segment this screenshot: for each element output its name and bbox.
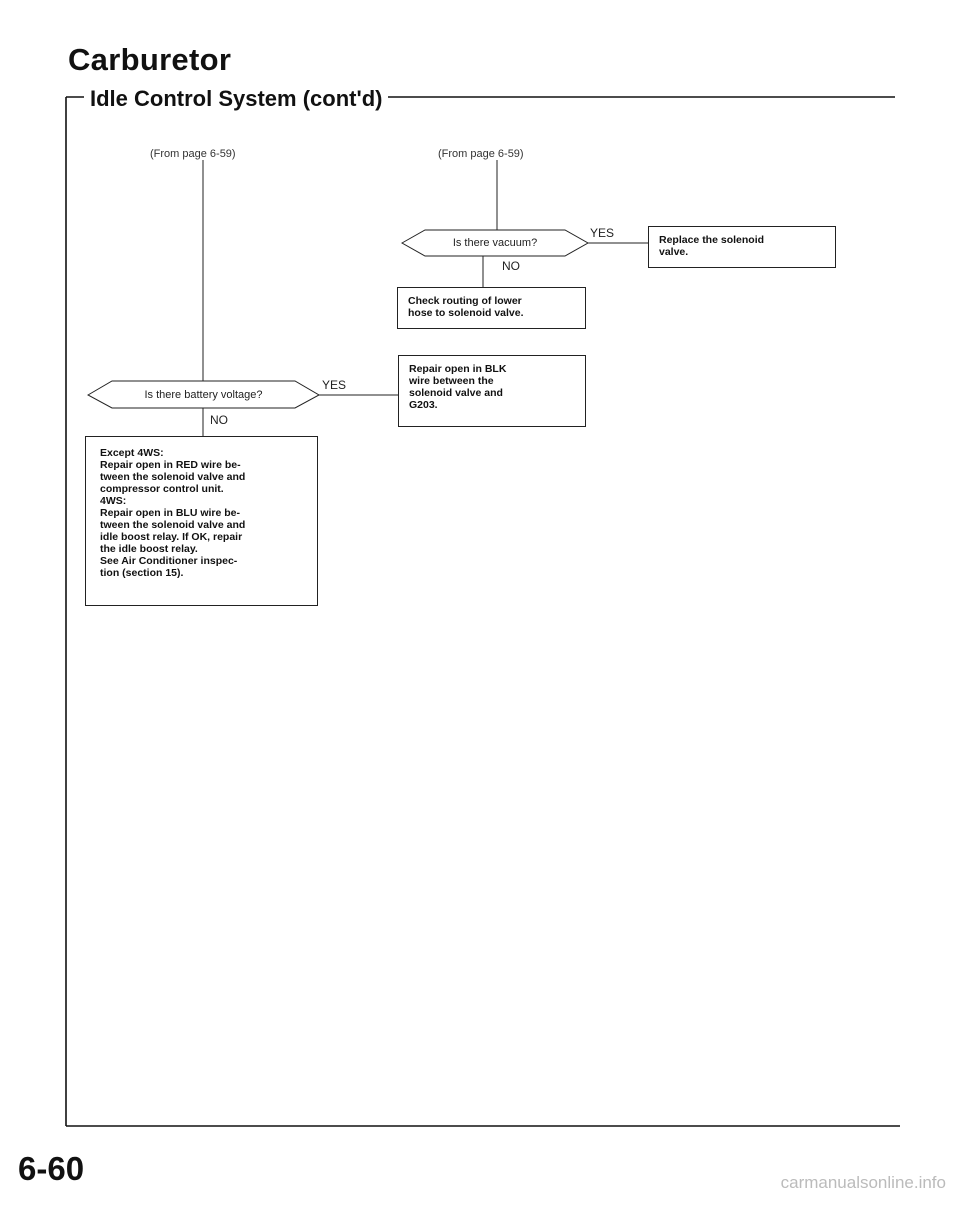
box-check-line-1: Check routing of lower: [408, 295, 522, 307]
box-replace-line-2: valve.: [659, 246, 689, 258]
box-4ws-line-6: Repair open in BLU wire be-: [100, 507, 241, 519]
box-check-line-2: hose to solenoid valve.: [408, 307, 524, 319]
box-4ws-line-2: Repair open in RED wire be-: [100, 459, 241, 471]
decision-voltage-label: Is there battery voltage?: [144, 389, 263, 401]
box-replace-solenoid: Replace the solenoid valve.: [648, 226, 836, 268]
box-blk-line-3: solenoid valve and: [409, 387, 503, 399]
box-4ws-line-11: tion (section 15).: [100, 567, 184, 579]
page-title: Carburetor: [68, 42, 232, 77]
decision-vacuum-no: NO: [502, 259, 520, 273]
box-except-4ws: Except 4WS: Repair open in RED wire be- …: [85, 436, 318, 606]
decision-voltage-no: NO: [210, 413, 228, 427]
box-check-routing: Check routing of lower hose to solenoid …: [397, 287, 586, 329]
section-title: Idle Control System (cont'd): [90, 86, 383, 111]
watermark: carmanualsonline.info: [780, 1173, 946, 1192]
box-4ws-line-9: the idle boost relay.: [100, 543, 198, 555]
box-blk-line-4: G203.: [409, 399, 438, 411]
from-page-right: (From page 6-59): [438, 148, 524, 160]
box-4ws-line-3: tween the solenoid valve and: [100, 471, 246, 483]
box-4ws-line-4: compressor control unit.: [100, 483, 224, 495]
box-repair-blk-wire: Repair open in BLK wire between the sole…: [398, 355, 586, 427]
box-4ws-line-7: tween the solenoid valve and: [100, 519, 246, 531]
box-blk-line-1: Repair open in BLK: [409, 363, 507, 375]
page-number: 6-60: [18, 1150, 85, 1187]
decision-vacuum-yes: YES: [590, 226, 615, 240]
box-blk-line-2: wire between the: [409, 375, 494, 387]
box-4ws-line-10: See Air Conditioner inspec-: [100, 555, 238, 567]
decision-voltage-yes: YES: [322, 378, 347, 392]
decision-vacuum-label: Is there vacuum?: [452, 237, 538, 249]
box-4ws-line-8: idle boost relay. If OK, repair: [100, 531, 243, 543]
box-4ws-line-1: Except 4WS:: [100, 447, 164, 459]
box-replace-line-1: Replace the solenoid: [659, 234, 765, 246]
from-page-left: (From page 6-59): [150, 148, 236, 160]
box-4ws-line-5: 4WS:: [100, 495, 127, 507]
